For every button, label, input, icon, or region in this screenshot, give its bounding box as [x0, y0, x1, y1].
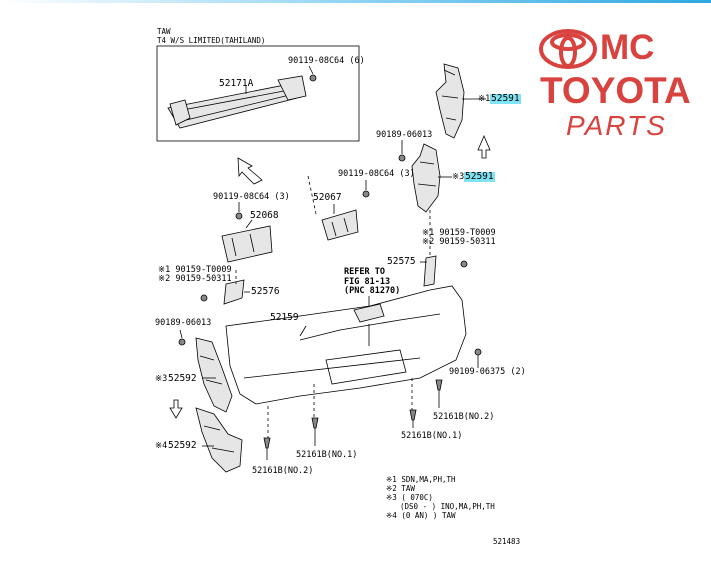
callout-52576[interactable]: 52576	[251, 286, 280, 297]
callout-52592-upper-mark: ※3	[155, 374, 168, 384]
toyota-emblem-icon	[539, 29, 597, 69]
callout-52591-lower[interactable]: 52591	[464, 171, 495, 182]
callout-52591-lower-mark: ※3	[452, 172, 465, 182]
callout-52067[interactable]: 52067	[313, 192, 342, 203]
logo-mc: MC	[600, 28, 655, 67]
callout-52591-upper-mark: ※1	[478, 94, 491, 104]
footer-note-3b: (DS0 - ) INO,MA,PH,TH	[400, 502, 495, 511]
footer-note-3: ※3 ( 070C)	[386, 493, 433, 502]
refer-to-line-3[interactable]: (PNC 81270)	[344, 286, 401, 296]
callout-52592-lower-mark: ※4	[155, 441, 168, 451]
footer-note-4: ※4 (0 AN) ) TAW	[386, 511, 456, 520]
bolt-icon	[362, 190, 370, 198]
bolt-icon	[309, 74, 317, 82]
callout-52591-upper[interactable]: 52591	[490, 93, 521, 104]
bolt-icon	[200, 294, 208, 302]
logo-toyota: TOYOTA	[540, 70, 691, 111]
clip-icon	[435, 379, 443, 391]
callout-90119-08c64-6[interactable]: 90119-08C64 (6)	[288, 56, 365, 66]
leader	[299, 325, 307, 337]
direction-arrow-icon	[169, 399, 183, 419]
reinforcement-beam-52171a	[167, 75, 307, 129]
retainer-52575	[423, 255, 437, 287]
callout-52575[interactable]: 52575	[387, 256, 416, 267]
direction-arrow-icon	[237, 157, 263, 185]
leader	[179, 329, 183, 339]
figure-id: 521483	[493, 537, 521, 546]
refer-to-line-1[interactable]: REFER TO	[344, 267, 385, 277]
footer-note-2: ※2 TAW	[386, 484, 415, 493]
callout-90159-t0009-left[interactable]: ※1 90159-T0009	[158, 265, 232, 275]
refer-to-line-2[interactable]: FIG 81-13	[344, 277, 391, 287]
bolt-icon	[474, 348, 482, 356]
callout-90119-08c64-3-left[interactable]: 90119-08C64 (3)	[213, 192, 290, 202]
leader	[245, 219, 253, 229]
leader	[308, 65, 314, 75]
callout-90189-06013-upper[interactable]: 90189-06013	[376, 130, 433, 140]
inset-note-1: TAW	[157, 27, 171, 36]
callout-52161b-no1-right[interactable]: 52161B(NO.1)	[401, 431, 463, 441]
callout-90109-06375[interactable]: 90109-06375 (2)	[449, 367, 526, 377]
retainer-52067	[321, 209, 359, 241]
clip-icon	[409, 409, 417, 421]
callout-90159-50311-left[interactable]: ※2 90159-50311	[158, 274, 232, 284]
callout-52159[interactable]: 52159	[270, 312, 299, 323]
side-bracket-52592-lower	[195, 407, 243, 473]
clip-icon	[263, 437, 271, 449]
callout-90159-t0009-right[interactable]: ※1 90159-T0009	[422, 228, 496, 238]
retainer-52068	[221, 225, 273, 263]
bolt-icon	[398, 154, 406, 162]
callout-52161b-no2-right[interactable]: 52161B(NO.2)	[433, 412, 495, 422]
rear-bumper-cover-52159	[225, 285, 467, 405]
direction-arrow-icon	[477, 134, 491, 159]
callout-90189-06013-lower[interactable]: 90189-06013	[155, 318, 212, 328]
top-accent-line	[0, 0, 711, 3]
clip-icon	[311, 417, 319, 429]
side-bracket-52591-upper	[435, 63, 465, 139]
bolt-icon	[460, 260, 468, 268]
callout-52068[interactable]: 52068	[250, 210, 279, 221]
bolt-icon	[178, 338, 186, 346]
callout-52592-lower[interactable]: 52592	[168, 440, 197, 451]
inset-frame	[156, 45, 360, 142]
footer-note-1: ※1 SDN,MA,PH,TH	[386, 475, 456, 484]
bolt-icon	[235, 212, 243, 220]
inset-note-2: T4 W/S LIMITED(TAHILAND)	[157, 36, 266, 45]
callout-52161b-no2-left[interactable]: 52161B(NO.2)	[252, 466, 314, 476]
side-bracket-52592-upper	[195, 337, 233, 413]
callout-90119-08c64-3-right[interactable]: 90119-08C64 (3)	[338, 169, 415, 179]
retainer-52576	[223, 279, 245, 305]
callout-52171a[interactable]: 52171A	[219, 78, 254, 89]
side-bracket-52591-lower	[411, 143, 441, 213]
callout-52161b-no1-center[interactable]: 52161B(NO.1)	[296, 450, 358, 460]
callout-90159-50311-right[interactable]: ※2 90159-50311	[422, 237, 496, 247]
callout-52592-upper[interactable]: 52592	[168, 373, 197, 384]
logo-parts: PARTS	[566, 110, 667, 141]
refer-part-icon	[353, 303, 385, 323]
